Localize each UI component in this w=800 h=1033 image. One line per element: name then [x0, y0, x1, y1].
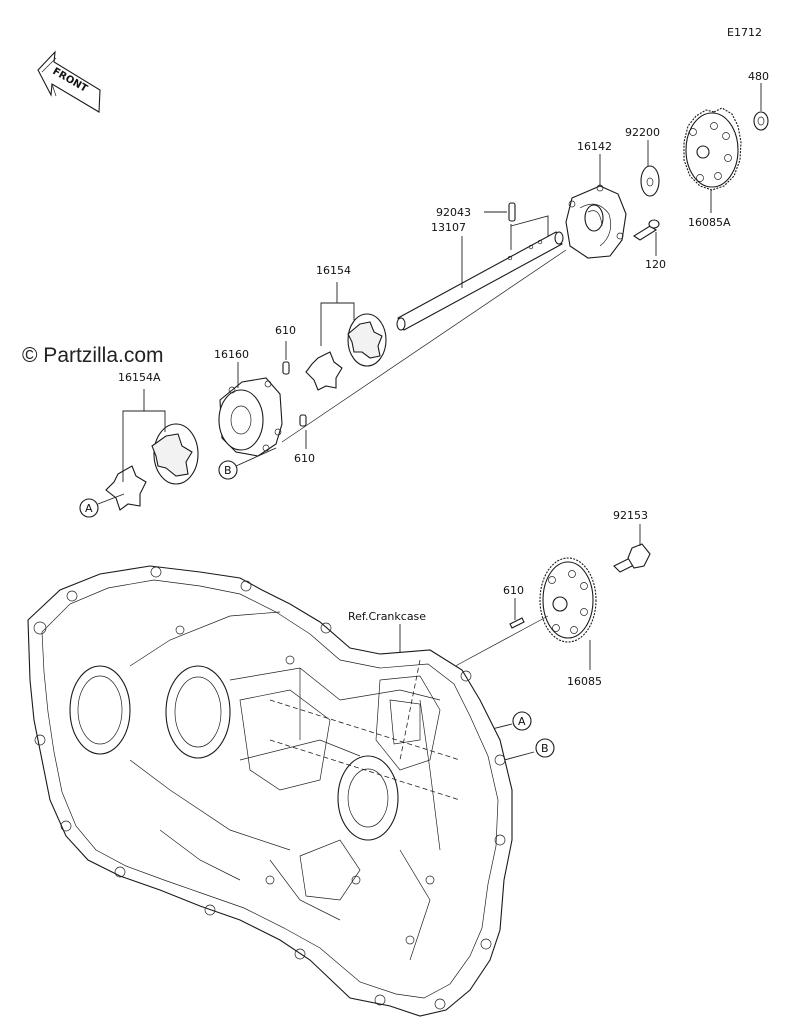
- crankcase-ref-label: Ref.Crankcase: [348, 610, 426, 623]
- pin-610-gear[interactable]: [509, 617, 525, 629]
- svg-text:B: B: [541, 742, 549, 755]
- pump-body-16160[interactable]: [218, 377, 283, 457]
- part-label-610-gear[interactable]: 610: [503, 584, 524, 597]
- diagram-code: E1712: [727, 26, 762, 39]
- leader-bracket: [122, 389, 166, 482]
- leader-bracket: [510, 215, 549, 250]
- gear-16085[interactable]: [539, 557, 597, 643]
- part-label-92043[interactable]: 92043: [436, 206, 471, 219]
- washer-92200[interactable]: [640, 165, 660, 197]
- part-label-16142[interactable]: 16142: [577, 140, 612, 153]
- bolt-92153[interactable]: [613, 543, 651, 573]
- pin-92043[interactable]: [508, 202, 516, 222]
- callout-b-upper: B: [218, 447, 277, 480]
- front-arrow-icon: FRONT: [37, 50, 101, 113]
- part-label-13107[interactable]: 13107: [431, 221, 466, 234]
- shaft-13107[interactable]: [396, 231, 564, 331]
- pin-610-lower[interactable]: [299, 414, 307, 427]
- part-label-16154a[interactable]: 16154A: [118, 371, 161, 384]
- crankcase-illustration: [27, 565, 513, 1017]
- part-label-480[interactable]: 480: [748, 70, 769, 83]
- part-label-92200[interactable]: 92200: [625, 126, 660, 139]
- centerline: [281, 249, 567, 443]
- rotor-set-16154a[interactable]: [105, 423, 199, 511]
- svg-text:B: B: [224, 464, 232, 477]
- part-label-16154[interactable]: 16154: [316, 264, 351, 277]
- rotor-set-16154[interactable]: [305, 313, 387, 391]
- pump-cover-16142[interactable]: [565, 184, 627, 259]
- pin-610-upper[interactable]: [282, 361, 290, 375]
- part-label-610-lower[interactable]: 610: [294, 452, 315, 465]
- part-label-16085[interactable]: 16085: [567, 675, 602, 688]
- part-label-610-upper[interactable]: 610: [275, 324, 296, 337]
- part-label-120[interactable]: 120: [645, 258, 666, 271]
- centerline: [447, 615, 549, 671]
- callout-a-upper: A: [79, 493, 125, 518]
- washer-480[interactable]: [753, 111, 769, 131]
- svg-text:A: A: [85, 502, 93, 515]
- part-label-92153[interactable]: 92153: [613, 509, 648, 522]
- gear-16085a[interactable]: [683, 107, 742, 191]
- bolt-120[interactable]: [632, 219, 660, 241]
- leader-bracket: [320, 282, 355, 346]
- watermark: © Partzilla.com: [22, 344, 164, 367]
- svg-text:A: A: [518, 715, 526, 728]
- part-label-16085a[interactable]: 16085A: [688, 216, 731, 229]
- part-label-16160[interactable]: 16160: [214, 348, 249, 361]
